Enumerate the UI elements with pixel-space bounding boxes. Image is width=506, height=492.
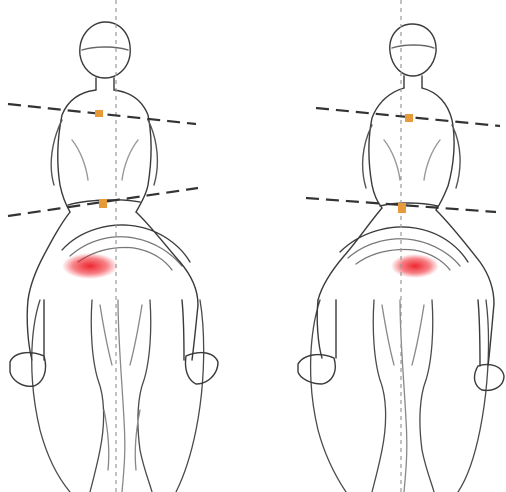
left-lower-spine-marker: [99, 199, 107, 208]
right-lower-spine-marker: [398, 203, 406, 213]
left-rider-sketch: [10, 22, 218, 386]
right-horse-sketch: [311, 300, 489, 492]
left-horse-sketch: [32, 300, 204, 492]
right-upper-spine-marker: [405, 114, 413, 122]
right-pressure-highlight: [391, 254, 439, 278]
left-upper-spine-marker: [95, 110, 103, 117]
left-panel: [8, 0, 218, 492]
left-pressure-highlight: [62, 253, 118, 279]
right-panel: [298, 0, 504, 492]
